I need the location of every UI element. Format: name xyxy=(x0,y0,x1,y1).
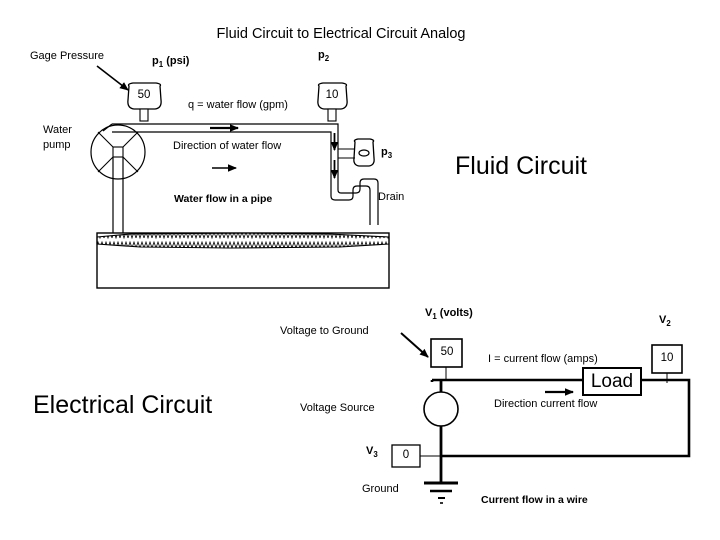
v1-subscript: 1 xyxy=(432,312,437,322)
load-box xyxy=(582,367,642,396)
electrical-circuit-heading: Electrical Circuit xyxy=(33,391,213,419)
gage-pressure-pointer xyxy=(96,65,129,91)
ground-symbol xyxy=(424,481,458,504)
circuit-wires xyxy=(430,378,691,483)
gage-pressure-label: Gage Pressure xyxy=(30,50,104,62)
v1-symbol: V xyxy=(425,307,433,319)
flow-direction-label: Direction of water flow xyxy=(173,140,282,152)
meter-v3 xyxy=(391,444,441,468)
gauge-p1-value: 50 xyxy=(137,89,151,101)
fluid-caption: Water flow in a pipe xyxy=(174,193,273,205)
current-direction-label: Direction current flow xyxy=(494,398,598,410)
voltage-to-ground-label: Voltage to Ground xyxy=(280,325,369,337)
water-reservoir xyxy=(96,232,390,289)
meter-v1-value: 50 xyxy=(440,346,454,358)
water-pump-label-line2: pump xyxy=(43,139,71,151)
p3-subscript: 3 xyxy=(387,151,393,161)
v2-label: V2 xyxy=(659,314,671,329)
v1-unit: (volts) xyxy=(436,307,473,319)
drain-trap xyxy=(330,178,379,225)
page-title: Fluid Circuit to Electrical Circuit Anal… xyxy=(216,26,466,42)
gauge-p1 xyxy=(127,82,162,122)
p3-symbol: p xyxy=(381,146,388,158)
p1-unit: (psi) xyxy=(163,55,190,67)
p2-symbol: p xyxy=(318,49,325,61)
drain-label: Drain xyxy=(378,191,405,203)
flow-equation-label: q = water flow (gpm) xyxy=(188,99,288,111)
v3-symbol: V xyxy=(366,445,374,457)
load-label: Load xyxy=(590,371,634,392)
p3-label: p3 xyxy=(381,146,393,161)
p1-label: p1 (psi) xyxy=(152,55,190,70)
v2-subscript: 2 xyxy=(666,319,671,329)
fluid-circuit-heading: Fluid Circuit xyxy=(455,152,587,180)
v1-label: V1 (volts) xyxy=(425,307,473,322)
v3-subscript: 3 xyxy=(373,450,378,460)
gauge-p2 xyxy=(317,82,348,122)
voltage-source-symbol xyxy=(423,391,459,427)
voltage-source-label: Voltage Source xyxy=(300,402,375,414)
gauge-p2-value: 10 xyxy=(325,89,339,101)
gauge-p3 xyxy=(338,138,375,167)
meter-v2-value: 10 xyxy=(660,352,674,364)
water-pump xyxy=(90,124,146,180)
meter-v3-value: 0 xyxy=(402,449,410,461)
p1-symbol: p xyxy=(152,55,159,67)
voltage-pointer xyxy=(400,332,429,358)
ground-label: Ground xyxy=(362,483,399,495)
v2-symbol: V xyxy=(659,314,667,326)
current-equation-label: I = current flow (amps) xyxy=(488,353,598,365)
p2-label: p2 xyxy=(318,49,330,64)
meter-v2 xyxy=(651,344,683,383)
p1-subscript: 1 xyxy=(158,60,164,70)
electrical-caption: Current flow in a wire xyxy=(481,494,588,506)
v3-label: V3 xyxy=(366,445,378,460)
water-pump-label-line1: Water xyxy=(43,124,72,136)
meter-v1 xyxy=(430,338,463,380)
p2-subscript: 2 xyxy=(324,54,330,64)
